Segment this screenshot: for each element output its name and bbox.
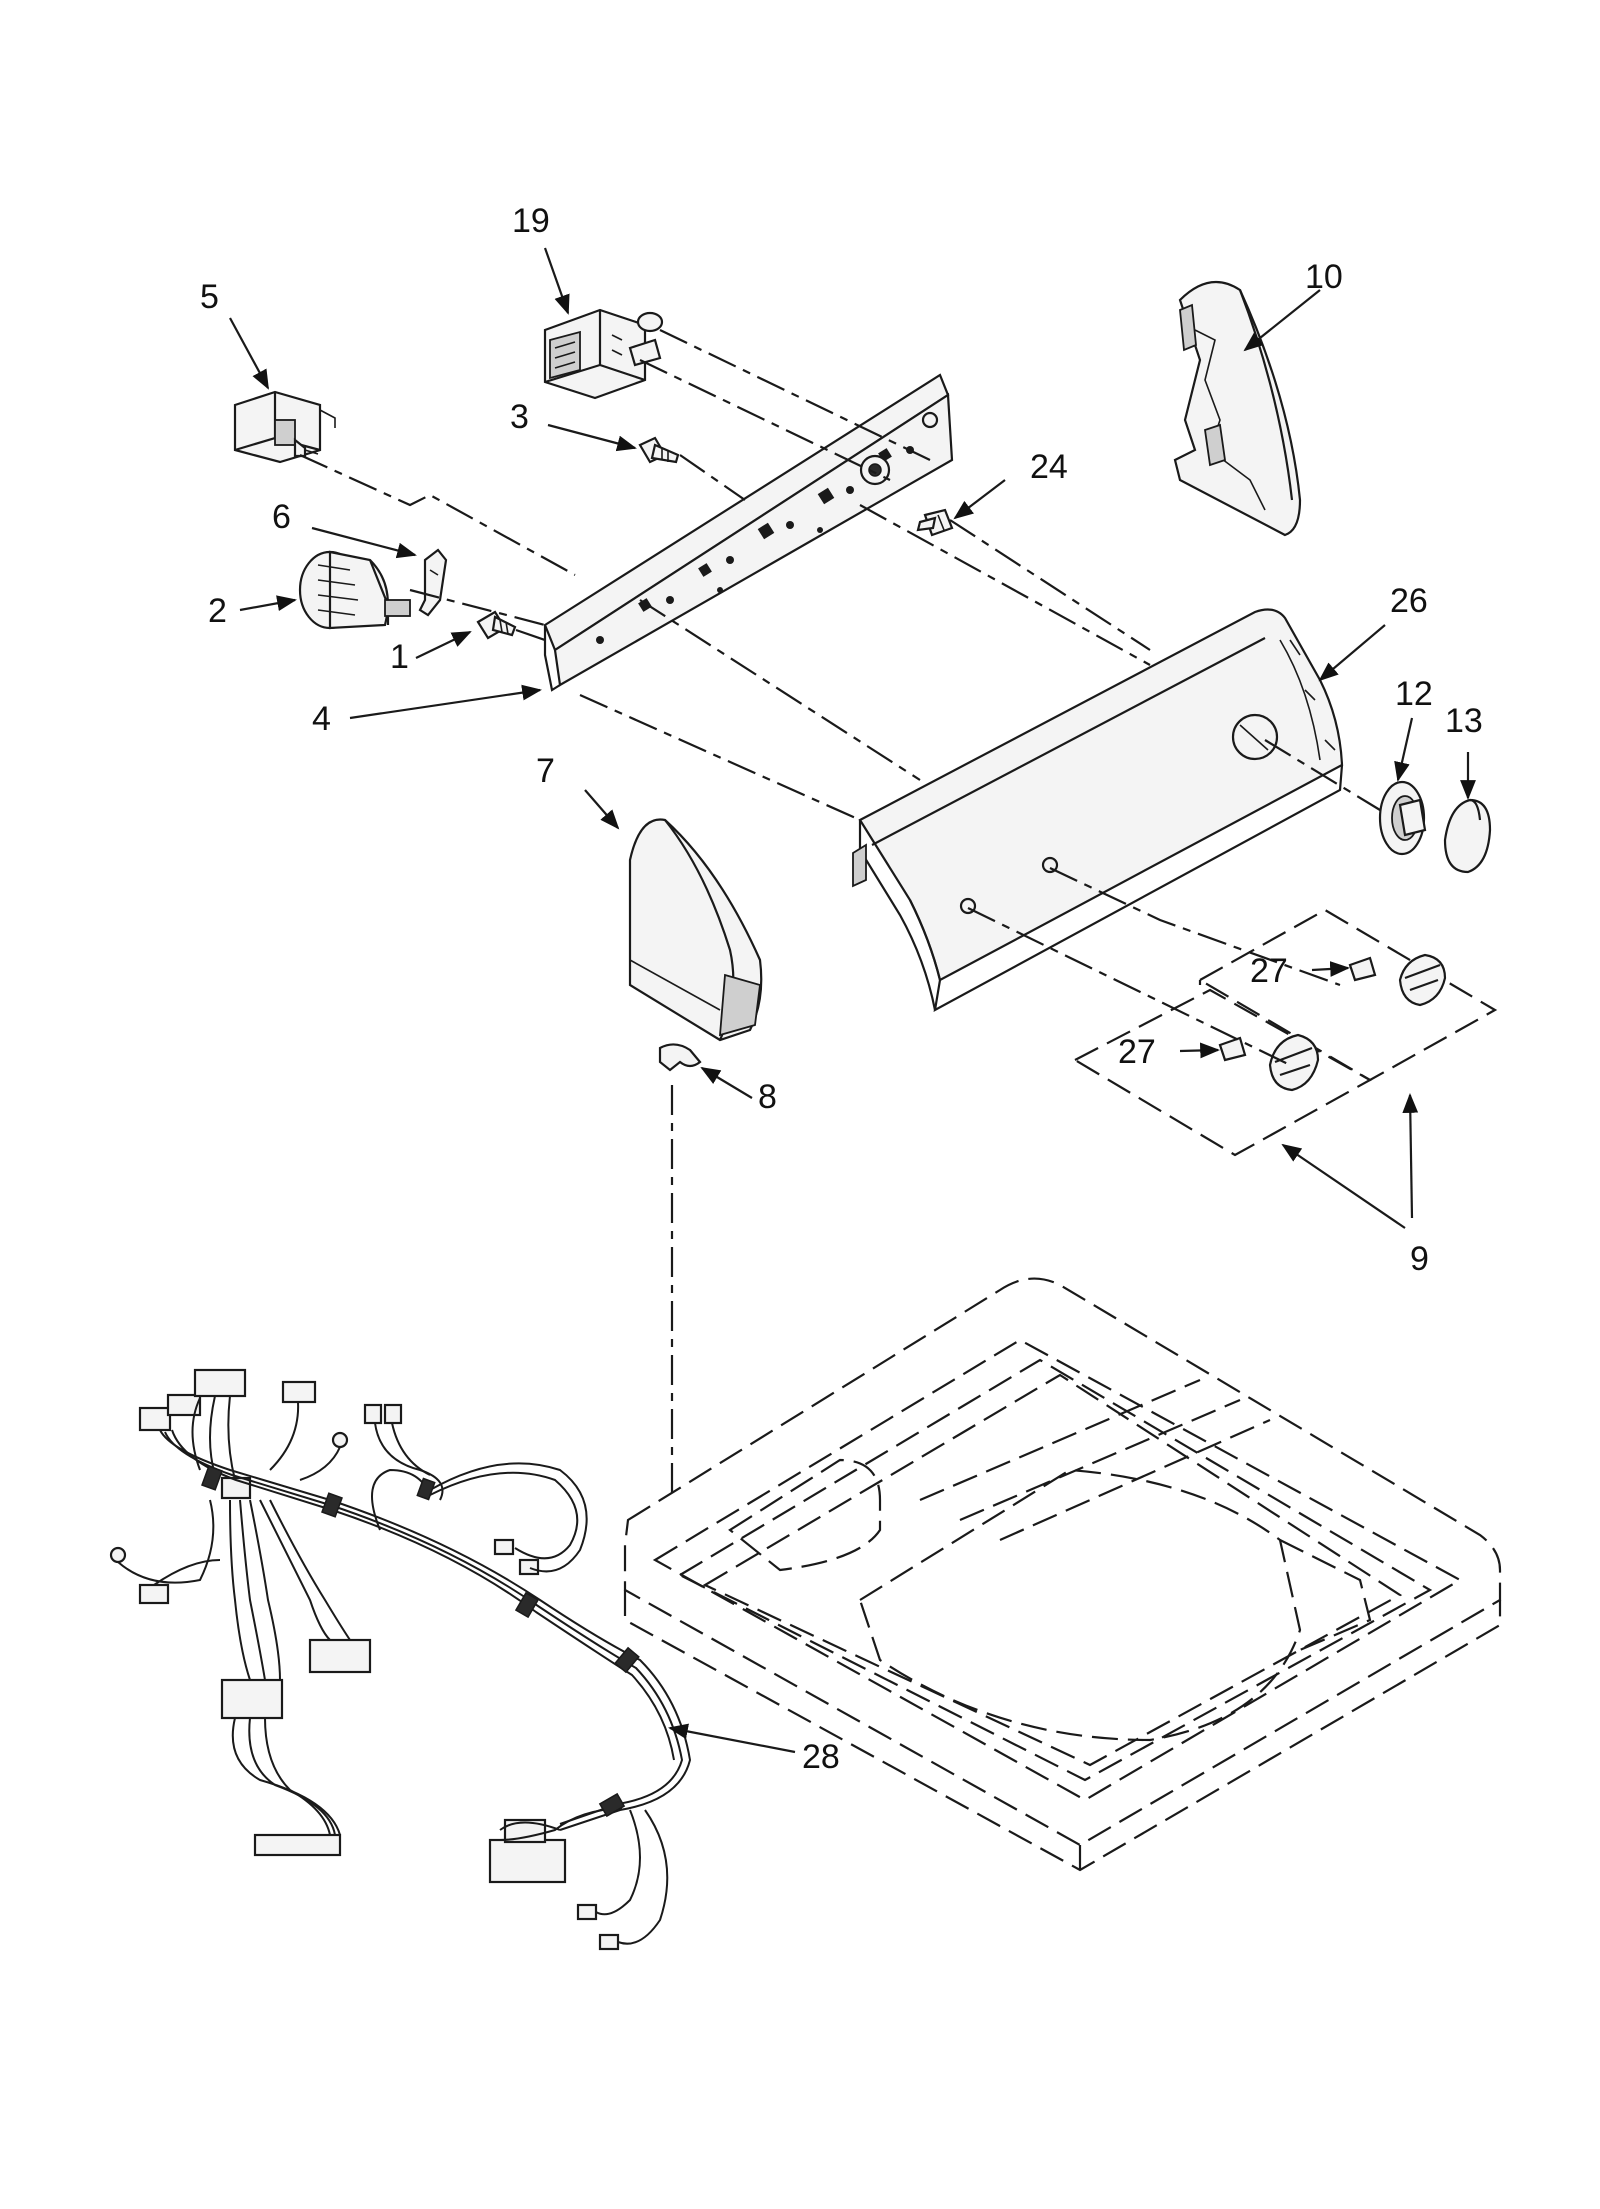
label-13: 13: [1445, 702, 1483, 740]
label-4: 4: [312, 700, 331, 738]
label-27-lower: 27: [1118, 1033, 1156, 1071]
knob-12: [1378, 780, 1427, 856]
knob-13: [1443, 798, 1492, 874]
label-7: 7: [536, 752, 555, 790]
wire-harness: [109, 1368, 692, 1951]
clip-8: [658, 1043, 702, 1072]
end-cap-right: [1173, 280, 1302, 537]
label-6: 6: [272, 498, 291, 536]
screw-24: [916, 508, 954, 537]
end-cap-left: [628, 818, 763, 1042]
label-1: 1: [390, 638, 409, 676]
clip-6: [418, 548, 448, 617]
switch-19: [543, 308, 664, 400]
label-12: 12: [1395, 675, 1433, 713]
label-5: 5: [200, 278, 219, 316]
label-26: 26: [1390, 582, 1428, 620]
assembly-lines: [299, 329, 1381, 1500]
label-3: 3: [510, 398, 529, 436]
knob-27b: [1218, 1033, 1320, 1092]
label-28: 28: [802, 1738, 840, 1776]
knob-27a: [1348, 953, 1447, 1007]
label-9: 9: [1410, 1240, 1429, 1278]
console-panel: [852, 608, 1344, 1013]
screw-3: [638, 436, 680, 464]
timer-2: [298, 550, 411, 630]
label-8: 8: [758, 1078, 777, 1116]
washer-top-outline: [623, 1277, 1502, 1872]
screw-1: [476, 610, 517, 640]
control-bracket: [543, 373, 954, 692]
label-2: 2: [208, 592, 227, 630]
label-24: 24: [1030, 448, 1068, 486]
part-labels: 5 19 10 3 24 6 2 1 4 26 12 13 7 27 27 8 …: [200, 202, 1483, 1776]
switch-5: [233, 390, 336, 464]
label-27-upper: 27: [1250, 952, 1288, 990]
label-19: 19: [512, 202, 550, 240]
leader-arrows: [229, 247, 1476, 1754]
label-10: 10: [1305, 258, 1343, 296]
